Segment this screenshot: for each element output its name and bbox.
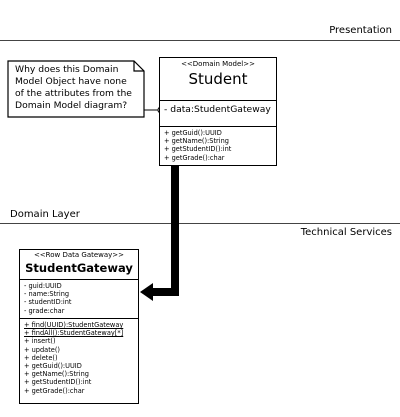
gateway-operation: + delete() <box>24 353 58 362</box>
note-line: Why does this Domain <box>15 64 119 75</box>
note-line: of the attributes from the <box>15 88 132 99</box>
student-attributes: - data:StudentGateway <box>160 100 276 126</box>
gateway-class-name: StudentGateway <box>25 261 133 275</box>
gateway-operation: + getGuid():UUID <box>24 362 82 371</box>
arrowhead <box>140 283 153 301</box>
gateway-operations: + find(UUID):StudentGateway + findAll():… <box>20 318 138 395</box>
domain-layer-label: Domain Layer <box>10 209 80 220</box>
note-line: Model Object have none <box>15 76 127 87</box>
presentation-separator <box>0 40 400 41</box>
student-operation: + getGrade():char <box>164 153 225 162</box>
domain-separator <box>0 223 400 224</box>
gateway-attribute: - grade:char <box>24 306 65 315</box>
gateway-attributes: - guid:UUID - name:String - studentID:in… <box>20 279 138 318</box>
student-class: <<Domain Model>> Student - data:StudentG… <box>159 57 277 166</box>
note-line: Domain Model diagram? <box>15 100 128 111</box>
student-operation: + getStudentID():int <box>164 145 232 154</box>
student-operation: + getName():String <box>164 137 229 146</box>
question-note: Why does this Domain Model Object have n… <box>8 61 144 117</box>
gateway-operation: + getName():String <box>24 370 89 379</box>
note-shape <box>7 60 145 118</box>
student-gateway-class: <<Row Data Gateway>> StudentGateway - gu… <box>19 249 139 404</box>
technical-services-layer-label: Technical Services <box>300 227 392 238</box>
gateway-operation: + insert() <box>24 337 56 346</box>
gateway-attribute: - name:String <box>24 290 70 299</box>
note-fold <box>133 61 144 72</box>
gateway-stereotype: <<Row Data Gateway>> <box>33 251 125 259</box>
gateway-attribute: - guid:UUID <box>24 282 62 290</box>
gateway-static-operation: + findAll():StudentGateway[*] <box>24 329 124 338</box>
gateway-operation: + getGrade():char <box>24 386 85 395</box>
student-class-name: Student <box>188 70 248 88</box>
student-stereotype: <<Domain Model>> <box>181 60 255 68</box>
dependency-arrow <box>150 166 179 296</box>
presentation-layer-label: Presentation <box>329 25 392 36</box>
student-operation: + getGuid():UUID <box>164 129 222 137</box>
student-operations: + getGuid():UUID + getName():String + ge… <box>160 126 276 162</box>
gateway-attribute: - studentID:int <box>24 298 72 307</box>
student-attribute: - data:StudentGateway <box>164 104 271 115</box>
gateway-static-operation: + find(UUID):StudentGateway <box>24 321 124 329</box>
gateway-operation: + getStudentID():int <box>24 378 92 387</box>
gateway-operation: + update() <box>24 345 60 354</box>
